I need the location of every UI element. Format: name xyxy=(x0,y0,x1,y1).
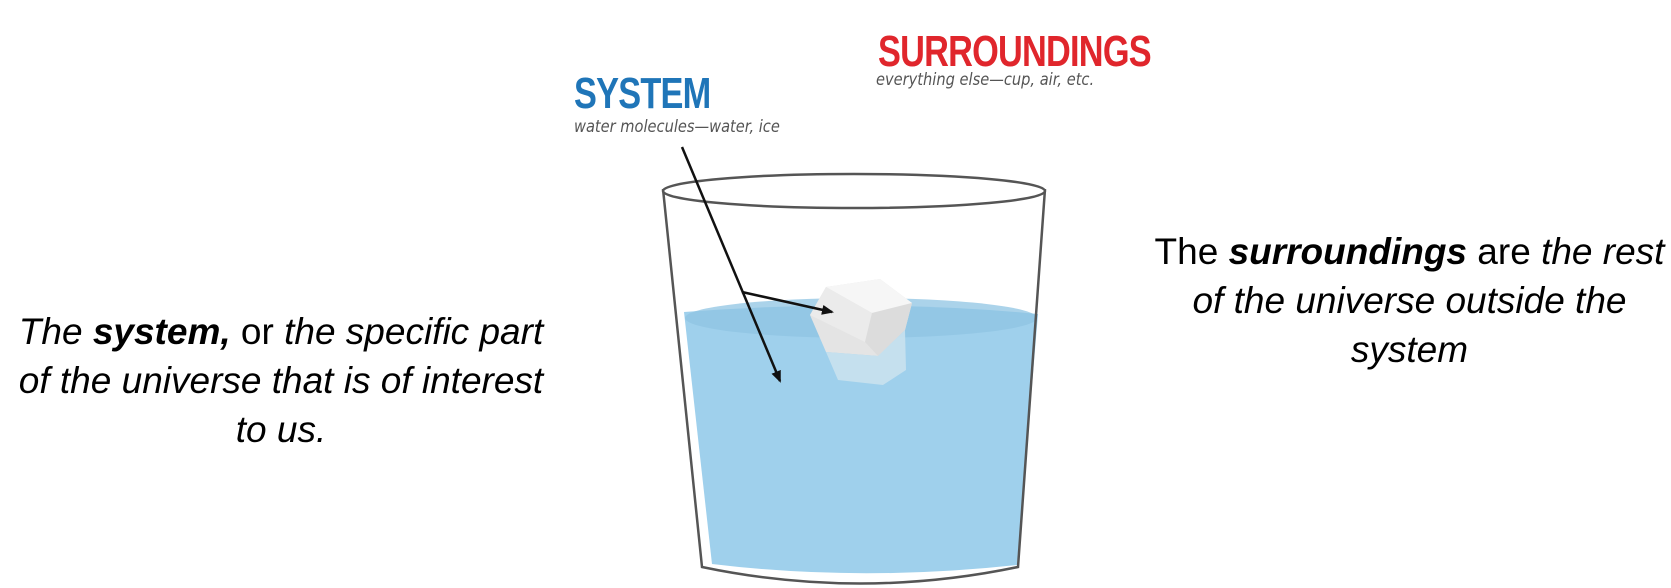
system-definition-caption: The system, or the specific part of the … xyxy=(6,307,556,454)
caption-text: The xyxy=(1155,231,1229,272)
caption-text: The xyxy=(19,311,93,352)
surroundings-definition-caption: The surroundings are the rest of the uni… xyxy=(1148,227,1671,374)
system-label-subtitle: water molecules—water, ice xyxy=(574,117,780,137)
caption-term-system: system, xyxy=(93,311,231,352)
glass-rim xyxy=(663,174,1045,208)
caption-text: or xyxy=(231,311,284,352)
surroundings-label-subtitle: everything else—cup, air, etc. xyxy=(876,70,1094,90)
system-label-title: SYSTEM xyxy=(574,72,710,116)
surroundings-label-title: SURROUNDINGS xyxy=(878,30,1151,74)
caption-text: are xyxy=(1467,231,1541,272)
caption-term-surroundings: surroundings xyxy=(1229,231,1467,272)
